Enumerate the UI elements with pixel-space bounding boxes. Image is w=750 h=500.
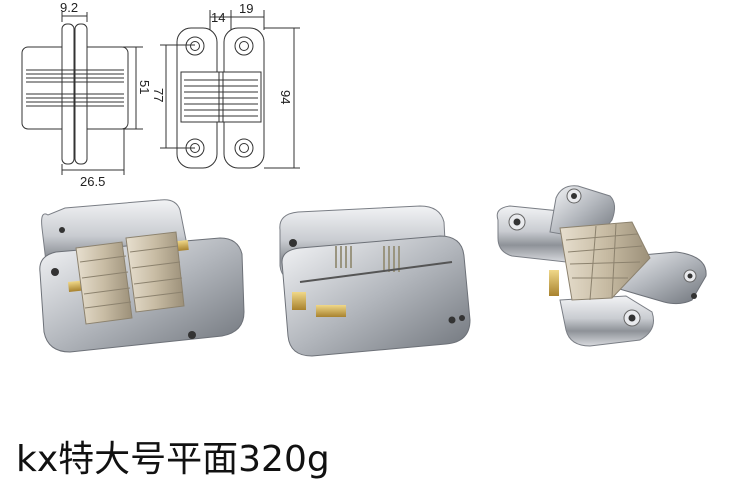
product-caption: kx特大号平面320g [16, 439, 330, 480]
hinge-photo-open [496, 185, 707, 347]
dim-top-width: 9.2 [60, 0, 78, 15]
dim-top-right: 19 [239, 1, 253, 16]
dim-total-height: 94 [278, 90, 293, 104]
front-view-drawing [160, 10, 300, 169]
dim-inner-height: 77 [151, 88, 166, 102]
dim-side-height: 51 [137, 80, 152, 94]
hinge-photo-front [39, 199, 245, 353]
side-view-drawing [21, 12, 143, 175]
dim-bottom-width: 26.5 [80, 174, 105, 189]
hinge-photo-side [279, 205, 471, 357]
dim-top-left: 14 [211, 10, 225, 25]
